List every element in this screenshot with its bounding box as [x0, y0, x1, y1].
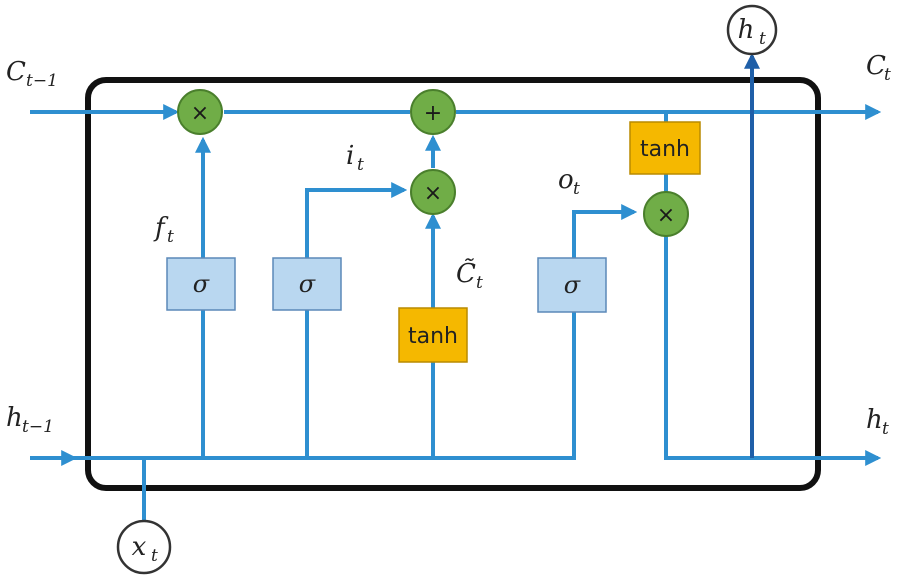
c-prev-sub: t−1 — [26, 71, 58, 91]
h-next-sub: t — [882, 419, 889, 439]
output-sigma-text: σ — [564, 271, 581, 299]
output-base: o — [558, 165, 574, 195]
label-candidate: C̃ t — [456, 258, 483, 293]
input-sub: t — [357, 155, 364, 175]
cell-tanh-box: tanh — [629, 121, 701, 175]
cell-tanh-text: tanh — [640, 137, 690, 162]
output-sigma-box: σ — [537, 257, 607, 313]
hidden-bus-wire — [74, 204, 638, 460]
forget-sub: t — [167, 227, 174, 247]
candidate-tanh-box: tanh — [398, 307, 468, 363]
input-mult-symbol: × — [424, 181, 442, 206]
label-forget: f t — [153, 213, 174, 247]
input-gate-to-mult-wire — [305, 182, 408, 258]
forget-sigma-box: σ — [166, 257, 236, 311]
x-in-base: x — [132, 532, 147, 562]
input-mult-op: × — [410, 169, 456, 215]
h-out-sub: t — [759, 29, 766, 49]
label-c-next: C t — [866, 51, 891, 85]
input-base: i — [346, 141, 354, 171]
label-h-next: h t — [866, 405, 889, 439]
forget-mult-op: × — [177, 89, 223, 135]
c-next-base: C — [866, 51, 886, 81]
cell-frame — [85, 77, 821, 491]
cell-add-symbol: + — [424, 101, 442, 126]
c-next-sub: t — [884, 65, 891, 85]
h-prev-base: h — [6, 403, 23, 433]
label-c-prev: C t−1 — [6, 57, 58, 91]
candidate-base: C̃ — [456, 258, 476, 289]
output-mult-to-h-wire — [664, 236, 882, 466]
output-mult-symbol: × — [657, 203, 675, 228]
label-h-prev: h t−1 — [6, 403, 54, 437]
forget-mult-symbol: × — [191, 101, 209, 126]
output-mult-op: × — [643, 191, 689, 237]
h-prev-sub: t−1 — [22, 417, 54, 437]
label-output: o t — [558, 165, 580, 199]
cell-add-op: + — [410, 89, 456, 135]
forget-sigma-text: σ — [193, 270, 210, 298]
h-out-base: h — [738, 15, 755, 45]
x-in-node: x t — [116, 519, 172, 575]
candidate-sub: t — [476, 273, 483, 293]
input-sigma-text: σ — [299, 270, 316, 298]
label-input: i t — [346, 141, 364, 175]
input-sigma-box: σ — [272, 257, 342, 311]
c-prev-base: C — [6, 57, 26, 87]
h-out-node: h t — [726, 4, 778, 56]
h-next-base: h — [866, 405, 883, 435]
candidate-tanh-text: tanh — [408, 324, 458, 349]
output-sub: t — [573, 179, 580, 199]
x-in-sub: t — [151, 546, 158, 566]
